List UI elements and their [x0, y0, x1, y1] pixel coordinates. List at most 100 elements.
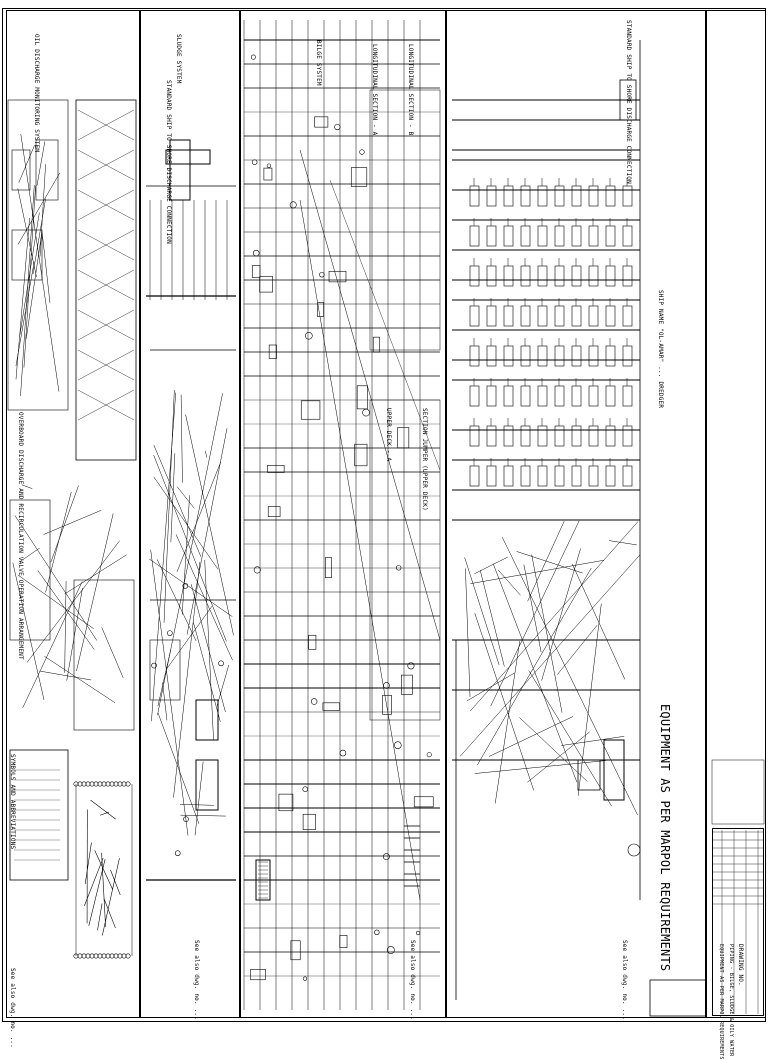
pipe-segment: [15, 516, 97, 641]
pipe-segment: [27, 541, 120, 663]
pipe-segment: [609, 541, 637, 545]
equipment-box: [538, 346, 547, 366]
valve-symbol: [340, 750, 346, 756]
equipment-box: [470, 426, 479, 446]
equipment-box: [538, 386, 547, 406]
pipe-segment: [181, 395, 182, 483]
label-symbols-table: SYMBOLS AND ABBREVIATIONS: [9, 754, 16, 849]
equipment-box: [470, 186, 479, 206]
equipment-box: [521, 186, 530, 206]
equipment-box: [555, 306, 564, 326]
pipe-segment: [102, 858, 119, 935]
label-see-also-1: See also dwg. no. ...: [9, 968, 16, 1048]
equipment-box: [555, 186, 564, 206]
equipment-box: [555, 346, 564, 366]
pipe-segment: [154, 445, 201, 557]
pipe-segment: [460, 554, 640, 756]
equipment-box: [355, 444, 367, 466]
pipe-segment: [21, 185, 35, 396]
equipment-box: [606, 386, 615, 406]
equipment-box: [650, 980, 706, 1016]
equipment-box: [555, 426, 564, 446]
equipment-box: [340, 935, 347, 947]
pipe-segment: [477, 568, 591, 765]
pipe-segment: [176, 534, 233, 660]
pipe-segment: [561, 736, 624, 745]
equipment-box: [504, 386, 513, 406]
equipment-box: [470, 346, 479, 366]
pipe-segment: [532, 554, 562, 712]
pipe-segment: [46, 492, 72, 592]
label-see-also-4: See also dwg. no. ...: [621, 940, 628, 1020]
pipe-segment: [465, 568, 470, 696]
equipment-box: [487, 346, 496, 366]
section-title-sludge: SLUDGE SYSTEM: [175, 34, 182, 84]
equipment-box: [572, 426, 581, 446]
pipe-segment: [100, 812, 109, 815]
equipment-box: [606, 226, 615, 246]
pipe-segment: [40, 671, 92, 680]
pipe-segment: [493, 564, 577, 783]
valve-symbol: [335, 124, 341, 130]
label-equipment-note: EQUIPMENT AS PER MARPOL REQUIREMENTS: [658, 704, 672, 971]
equipment-box: [623, 386, 632, 406]
pipe-segment: [480, 570, 504, 666]
equipment-box: [470, 386, 479, 406]
pipe-segment: [557, 625, 597, 674]
equipment-box: [12, 230, 42, 280]
equipment-box: [623, 306, 632, 326]
equipment-box: [323, 703, 340, 711]
pipe-segment: [300, 200, 420, 900]
equipment-box: [10, 500, 50, 640]
equipment-box: [589, 266, 598, 286]
equipment-box: [357, 386, 367, 409]
equipment-box: [504, 466, 513, 486]
equipment-box: [504, 266, 513, 286]
equipment-box: [504, 306, 513, 326]
pipe-segment: [180, 815, 225, 816]
equipment-box: [589, 466, 598, 486]
equipment-box: [623, 266, 632, 286]
equipment-box: [74, 580, 134, 730]
pipe-segment: [167, 606, 212, 668]
pipe-segment: [489, 716, 573, 756]
equipment-box: [487, 426, 496, 446]
pipe-segment: [91, 800, 116, 819]
pipe-segment: [186, 415, 234, 636]
equipment-box: [12, 150, 30, 190]
equipment-box: [487, 266, 496, 286]
section-title-long-a: LONGITUDINAL SECTION - A: [371, 44, 378, 136]
equipment-box: [325, 558, 331, 578]
pipe-segment: [465, 557, 499, 664]
equipment-box: [578, 760, 600, 790]
pipe-segment: [205, 560, 214, 740]
valve-symbol: [253, 250, 259, 256]
equipment-box: [268, 507, 280, 517]
valve-symbol: [254, 567, 260, 573]
pipe-segment: [171, 453, 175, 542]
piping-diagram-sheet: OIL DISCHARGE MONITORING SYSTEM SLUDGE S…: [0, 0, 768, 1024]
pipe-segment: [151, 393, 175, 721]
equipment-box: [309, 635, 316, 649]
pipe-segment: [163, 682, 167, 720]
equipment-box: [572, 266, 581, 286]
equipment-box: [555, 466, 564, 486]
label-see-also-2: See also dwg. no. ...: [193, 940, 200, 1020]
equipment-box: [504, 346, 513, 366]
pipe-segment: [491, 521, 579, 706]
pipe-segment: [217, 665, 229, 706]
equipment-box: [504, 426, 513, 446]
pipe-segment: [102, 853, 106, 927]
equipment-box: [572, 186, 581, 206]
equipment-box: [521, 346, 530, 366]
equipment-box: [401, 675, 412, 694]
equipment-box: [251, 969, 266, 979]
equipment-box: [521, 266, 530, 286]
pipe-segment: [26, 235, 41, 339]
valve-symbol: [394, 742, 401, 749]
equipment-box: [538, 226, 547, 246]
equipment-box: [555, 386, 564, 406]
title-block-subtitle: PIPING - BILGE, SLUDGE & OILY WATER: [728, 944, 734, 1056]
equipment-box: [572, 466, 581, 486]
equipment-box: [538, 426, 547, 446]
